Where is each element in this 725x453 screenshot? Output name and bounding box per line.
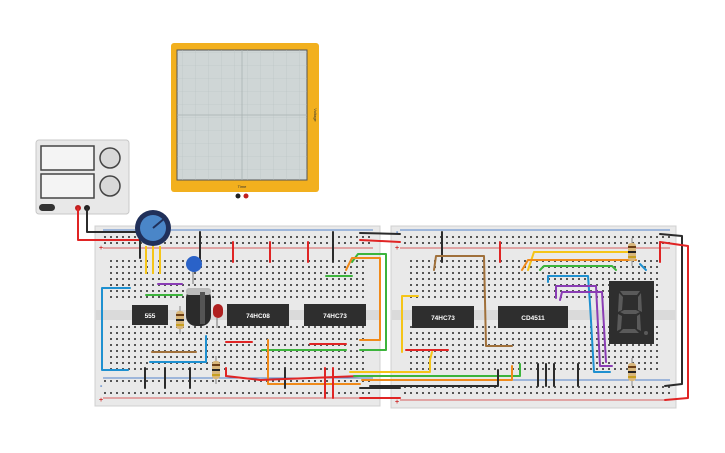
svg-text:-: - [396, 229, 399, 236]
svg-text:74HC73: 74HC73 [431, 315, 455, 322]
svg-text:+: + [395, 399, 399, 406]
ceramic-capacitor [186, 256, 202, 284]
current-knob [99, 175, 121, 197]
resistor-timing [176, 306, 184, 334]
svg-text:-: - [100, 383, 103, 390]
time-axis-label: Time [238, 184, 248, 189]
red-led [213, 304, 223, 328]
resistor-display-bottom [628, 358, 636, 386]
svg-text:74HC73: 74HC73 [323, 313, 347, 320]
seven-segment-display[interactable] [609, 281, 654, 344]
electrolytic-capacitor [186, 288, 211, 326]
chip-74hc08[interactable]: 74HC08 [227, 304, 289, 326]
voltage-axis-label: Voltage [313, 108, 318, 122]
chip-555[interactable]: 555 [132, 305, 168, 325]
current-display [40, 173, 95, 199]
svg-text:+: + [395, 245, 399, 252]
resistors [176, 238, 636, 386]
potentiometer[interactable] [135, 210, 171, 274]
svg-text:74HC08: 74HC08 [246, 313, 270, 320]
seven-segment-digit [617, 291, 648, 335]
resistor-display-top [628, 238, 636, 266]
oscilloscope[interactable]: Time Voltage [171, 43, 319, 199]
voltage-knob [99, 147, 121, 169]
scope-probe-positive [243, 193, 249, 199]
rail-plus-sign: + [99, 245, 103, 252]
chip-cd4511[interactable]: CD4511 [498, 306, 568, 328]
chip-74hc73-left[interactable]: 74HC73 [304, 304, 366, 326]
power-supply[interactable] [35, 139, 130, 215]
svg-text:CD4511: CD4511 [521, 315, 545, 322]
power-switch [39, 204, 55, 211]
scope-probe-negative [235, 193, 241, 199]
voltage-display [40, 145, 95, 171]
svg-text:+: + [99, 397, 103, 404]
svg-text:555: 555 [145, 313, 156, 320]
chip-74hc73-right[interactable]: 74HC73 [412, 306, 474, 328]
resistor-led [212, 356, 220, 384]
